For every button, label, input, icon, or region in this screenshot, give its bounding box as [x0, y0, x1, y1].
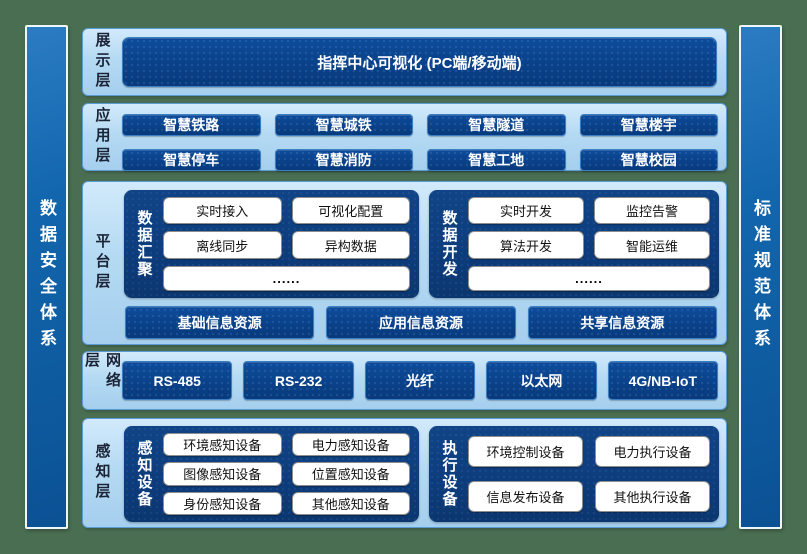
data-aggregation-items: 实时接入 可视化配置 离线同步 异构数据 ...... [163, 197, 410, 291]
resource-box-shared-info: 共享信息资源 [527, 306, 717, 339]
capability-box-realtime-dev: 实时开发 [468, 197, 584, 225]
group-label-execution-devices: 执行设备 [440, 440, 458, 508]
network-box-rs485: RS-485 [122, 361, 233, 400]
resource-box-application-info: 应用信息资源 [326, 306, 516, 339]
pillar-data-security: 数据安全体系 [25, 25, 68, 529]
network-box-ethernet: 以太网 [486, 361, 597, 400]
pillar-data-security-label: 数据安全体系 [37, 199, 56, 355]
capability-box-heterogeneous-data: 异构数据 [291, 231, 410, 259]
network-row: RS-485 RS-232 光纤 以太网 4G/NB-IoT [122, 361, 719, 400]
network-box-rs232: RS-232 [243, 361, 354, 400]
capability-box-offline-sync: 离线同步 [163, 231, 282, 259]
app-box-smart-parking: 智慧停车 [122, 149, 261, 171]
app-box-smart-worksite: 智慧工地 [427, 149, 566, 171]
more-dots: ...... [468, 265, 710, 291]
network-box-4g-nbiot: 4G/NB-IoT [607, 361, 719, 400]
app-box-smart-building: 智慧楼宇 [579, 114, 718, 136]
data-development-items: 实时开发 监控告警 算法开发 智能运维 ...... [468, 197, 710, 291]
application-grid: 智慧铁路 智慧城铁 智慧隧道 智慧楼宇 智慧停车 智慧消防 智慧工地 智慧校园 [122, 114, 718, 171]
device-box-power-execution: 电力执行设备 [595, 436, 710, 467]
execution-device-items: 环境控制设备 电力执行设备 信息发布设备 其他执行设备 [468, 433, 710, 515]
capability-box-visual-config: 可视化配置 [291, 197, 410, 225]
layer-label-display: 展示层 [93, 32, 111, 92]
capability-box-realtime-access: 实时接入 [163, 197, 282, 225]
platform-group-data-aggregation: 数据汇聚 实时接入 可视化配置 离线同步 异构数据 ...... [124, 190, 419, 298]
banner-command-center: 指挥中心可视化 (PC端/移动端) [122, 37, 717, 87]
layer-panel-application: 应用层 智慧铁路 智慧城铁 智慧隧道 智慧楼宇 智慧停车 智慧消防 智慧工地 智… [82, 103, 727, 171]
layer-panel-platform: 平台层 数据汇聚 实时接入 可视化配置 离线同步 异构数据 ...... 数据开… [82, 181, 727, 345]
layer-panel-perception: 感知层 感知设备 环境感知设备 电力感知设备 图像感知设备 位置感知设备 身份感… [82, 418, 727, 528]
layer-label-platform: 平台层 [93, 233, 111, 293]
sensing-device-items: 环境感知设备 电力感知设备 图像感知设备 位置感知设备 身份感知设备 其他感知设… [163, 433, 410, 515]
device-box-location-sensing: 位置感知设备 [291, 462, 410, 486]
app-box-smart-tunnel: 智慧隧道 [427, 114, 566, 136]
group-label-data-aggregation: 数据汇聚 [135, 210, 153, 278]
capability-box-intelligent-ops: 智能运维 [594, 231, 710, 259]
layer-label-perception: 感知层 [93, 443, 111, 503]
layer-panel-network: 网络层 RS-485 RS-232 光纤 以太网 4G/NB-IoT [82, 351, 727, 410]
app-box-smart-railway: 智慧铁路 [122, 114, 261, 136]
device-box-other-execution: 其他执行设备 [595, 481, 710, 512]
device-box-environment-control: 环境控制设备 [468, 436, 583, 467]
perception-group-execution-devices: 执行设备 环境控制设备 电力执行设备 信息发布设备 其他执行设备 [429, 426, 719, 522]
platform-group-data-development: 数据开发 实时开发 监控告警 算法开发 智能运维 ...... [429, 190, 719, 298]
group-label-data-development: 数据开发 [440, 210, 458, 278]
app-box-smart-metro: 智慧城铁 [274, 114, 413, 136]
group-label-sensing-devices: 感知设备 [135, 440, 153, 508]
layer-panel-display: 展示层 指挥中心可视化 (PC端/移动端) [82, 28, 727, 96]
device-box-image-sensing: 图像感知设备 [163, 462, 282, 486]
resource-row: 基础信息资源 应用信息资源 共享信息资源 [125, 306, 717, 339]
app-box-smart-campus: 智慧校园 [579, 149, 718, 171]
network-box-fiber: 光纤 [364, 361, 476, 400]
pillar-standards-label: 标准规范体系 [751, 199, 770, 355]
layer-label-application: 应用层 [93, 107, 111, 167]
app-box-smart-firefighting: 智慧消防 [274, 149, 413, 171]
device-box-other-sensing: 其他感知设备 [291, 491, 410, 515]
device-box-environment-sensing: 环境感知设备 [163, 433, 282, 457]
device-box-power-sensing: 电力感知设备 [291, 433, 410, 457]
capability-box-monitoring-alert: 监控告警 [594, 197, 710, 225]
device-box-identity-sensing: 身份感知设备 [163, 491, 282, 515]
capability-box-algorithm-dev: 算法开发 [468, 231, 584, 259]
perception-group-sensing-devices: 感知设备 环境感知设备 电力感知设备 图像感知设备 位置感知设备 身份感知设备 … [124, 426, 419, 522]
resource-box-basic-info: 基础信息资源 [125, 306, 315, 339]
layer-label-network: 网络层 [83, 352, 121, 392]
pillar-standards: 标准规范体系 [739, 25, 782, 529]
more-dots: ...... [163, 265, 410, 291]
device-box-info-publishing: 信息发布设备 [468, 481, 583, 512]
